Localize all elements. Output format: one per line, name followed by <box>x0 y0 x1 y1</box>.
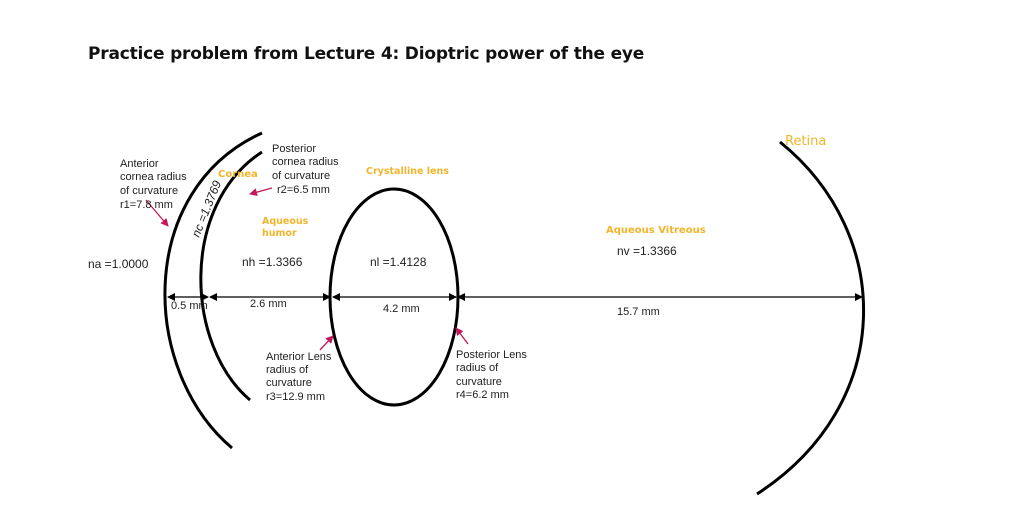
index-na: na =1.0000 <box>88 257 149 271</box>
anterior-lens-line-2: radius of <box>266 364 309 376</box>
pointer-anterior-lens <box>319 335 334 351</box>
distance-label-d2: 2.6 mm <box>250 298 287 310</box>
page-title: Practice problem from Lecture 4: Dioptri… <box>88 44 645 64</box>
anterior-lens-line-3: curvature <box>266 377 312 389</box>
posterior-lens-annotation: Posterior Lens radius of curvature r4=6.… <box>456 349 530 401</box>
posterior-lens-line-2: radius of <box>456 362 499 374</box>
label-aqueous-humor-line-1: Aqueous <box>262 216 309 227</box>
posterior-cornea-line-1: Posterior <box>272 143 316 155</box>
anterior-lens-line-4: r3=12.9 mm <box>266 391 325 403</box>
anterior-cornea-line-1: Anterior <box>120 158 159 170</box>
distance-label-d3: 4.2 mm <box>383 303 420 315</box>
label-aqueous-humor-line-2: humor <box>262 228 297 239</box>
index-nl: nl =1.4128 <box>370 255 427 269</box>
anterior-cornea-line-3: of curvature <box>120 185 178 197</box>
anterior-cornea-line-2: cornea radius <box>120 171 187 183</box>
label-retina: Retina <box>785 134 826 149</box>
retina-curve <box>756 140 865 496</box>
anterior-cornea-line-4: r1=7.8 mm <box>120 199 173 211</box>
posterior-lens-line-4: r4=6.2 mm <box>456 389 509 401</box>
anterior-lens-annotation: Anterior Lens radius of curvature r3=12.… <box>266 351 335 403</box>
pointer-anterior-cornea <box>145 199 169 227</box>
pointer-posterior-cornea <box>249 187 273 197</box>
posterior-cornea-annotation: Posterior cornea radius of curvature r2=… <box>272 143 342 196</box>
index-nh: nh =1.3366 <box>242 255 303 269</box>
label-aqueous-vitreous: Aqueous Vitreous <box>606 225 706 236</box>
posterior-lens-line-3: curvature <box>456 376 502 388</box>
anterior-lens-line-1: Anterior Lens <box>266 351 332 363</box>
anterior-cornea-annotation: Anterior cornea radius of curvature r1=7… <box>120 158 190 211</box>
distance-label-d1: 0.5 mm <box>171 300 208 312</box>
pointer-posterior-lens <box>455 327 469 345</box>
index-nv: nv =1.3366 <box>617 244 677 258</box>
posterior-cornea-curve <box>199 150 263 402</box>
posterior-cornea-line-4: r2=6.5 mm <box>277 184 330 196</box>
label-crystalline-lens: Crystalline lens <box>366 166 449 177</box>
posterior-cornea-line-3: of curvature <box>272 170 330 182</box>
anterior-cornea-curve <box>163 131 263 450</box>
distance-label-d4: 15.7 mm <box>617 306 660 318</box>
posterior-lens-line-1: Posterior Lens <box>456 349 527 361</box>
posterior-cornea-line-2: cornea radius <box>272 156 339 168</box>
label-cornea: Cornea <box>218 169 258 180</box>
